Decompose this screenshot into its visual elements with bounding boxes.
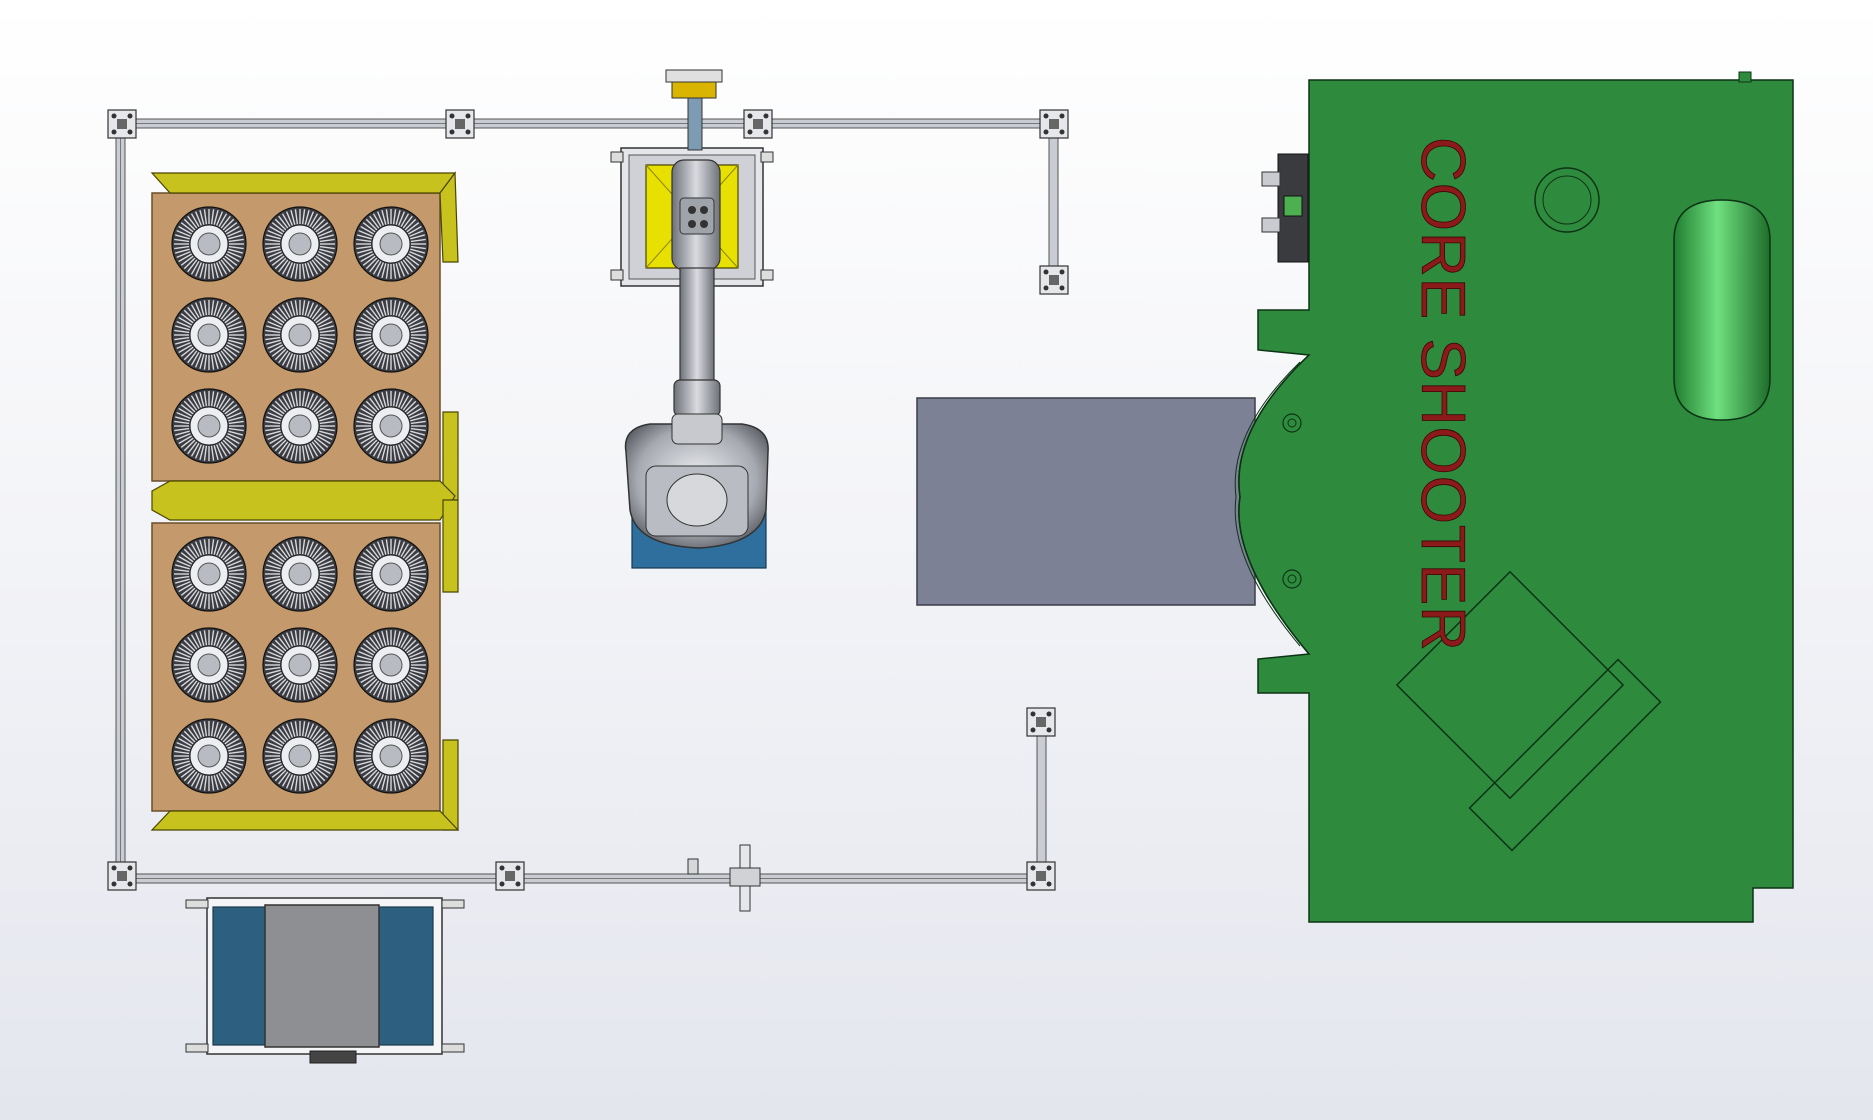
lower-pallet-cores: [171, 536, 429, 794]
sand-core-icon: [353, 536, 429, 612]
upper-pallet: [150, 171, 459, 501]
sand-core-icon: [171, 388, 247, 464]
core-shooter-machine: CORE SHOOTER: [1234, 71, 1794, 923]
sand-core-icon: [353, 627, 429, 703]
sand-core-icon: [262, 718, 338, 794]
gas-tank-icon: [1673, 199, 1771, 421]
sand-core-icon: [171, 536, 247, 612]
sand-core-icon: [353, 206, 429, 282]
machine-label: CORE SHOOTER: [1408, 137, 1477, 652]
outfeed-conveyor: [185, 897, 465, 1064]
lower-pallet: [150, 499, 460, 831]
transfer-table: [916, 397, 1256, 606]
sand-core-icon: [353, 718, 429, 794]
pallet-divider-guide: [151, 480, 456, 521]
sand-core-icon: [262, 206, 338, 282]
sand-core-icon: [353, 297, 429, 373]
sand-core-icon: [353, 388, 429, 464]
sand-core-icon: [171, 718, 247, 794]
safety-fence: [107, 109, 1069, 912]
upper-pallet-cores: [171, 206, 429, 464]
robot-arm: [610, 69, 774, 569]
sand-core-icon: [262, 388, 338, 464]
sand-core-icon: [262, 627, 338, 703]
sand-core-icon: [171, 206, 247, 282]
sand-core-icon: [262, 536, 338, 612]
sand-core-icon: [262, 297, 338, 373]
sand-core-icon: [171, 627, 247, 703]
sand-core-icon: [171, 297, 247, 373]
